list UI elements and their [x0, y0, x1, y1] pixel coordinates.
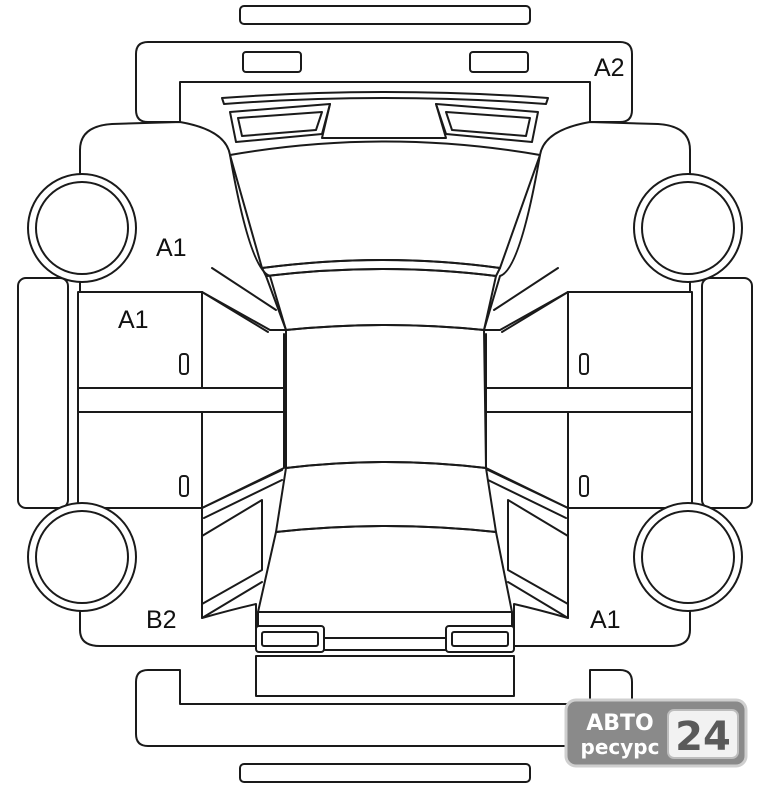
damage-mark-left-rear-quarter: B2 [146, 606, 177, 634]
left-rear-door-handle [179, 475, 189, 497]
hood [229, 140, 541, 269]
windshield [265, 268, 497, 331]
right-front-fender [483, 121, 691, 331]
roof [285, 324, 487, 469]
damage-mark-left-front-door: A1 [118, 306, 149, 334]
logo-number: 24 [675, 714, 731, 760]
right-a-pillar [493, 267, 569, 333]
damage-mark-right-rear-quarter: A1 [590, 606, 621, 634]
left-mirror-strip [17, 277, 69, 509]
logo-line2: ресурс [581, 735, 660, 759]
left-c-pillar [201, 479, 283, 619]
right-rear-door-rear [485, 411, 569, 509]
right-c-pillar [487, 479, 569, 619]
damage-mark-front-bumper: A2 [594, 54, 625, 82]
wheel-front-left [27, 173, 137, 283]
avtoresurs-watermark-logo: АВТО ресурс 24 [564, 698, 748, 768]
damage-mark-left-fender: A1 [156, 234, 187, 262]
right-front-door-handle [579, 353, 589, 375]
wheel-rear-right [633, 502, 743, 612]
grille [321, 103, 447, 139]
rear-bumper-strip [239, 763, 531, 783]
trunk-lid [257, 525, 513, 613]
front-fog-light-left [242, 51, 302, 73]
tail-light-right-inner [451, 631, 509, 647]
left-a-pillar [201, 267, 277, 333]
wheel-front-right [633, 173, 743, 283]
right-sill [485, 387, 693, 413]
right-rear-door-handle [579, 475, 589, 497]
right-quarter-window [507, 499, 569, 605]
logo-line1: АВТО [586, 711, 654, 736]
logo-digits-box [667, 709, 739, 759]
rear-lower-panel [255, 655, 515, 697]
front-bumper [135, 41, 633, 123]
rear-window [275, 461, 497, 533]
front-fog-light-right [469, 51, 529, 73]
hood-front-edge [221, 91, 549, 105]
wheel-rear-left [27, 502, 137, 612]
headlight-left-inner [237, 111, 323, 137]
left-quarter-window [201, 499, 263, 605]
front-bumper-strip [239, 5, 531, 25]
left-sill [77, 387, 285, 413]
left-rear-door-rear [201, 411, 285, 509]
right-mirror-strip [701, 277, 753, 509]
tail-light-left-inner [261, 631, 319, 647]
left-front-fender [79, 121, 287, 331]
headlight-right-inner [445, 111, 531, 137]
left-front-door-handle [179, 353, 189, 375]
